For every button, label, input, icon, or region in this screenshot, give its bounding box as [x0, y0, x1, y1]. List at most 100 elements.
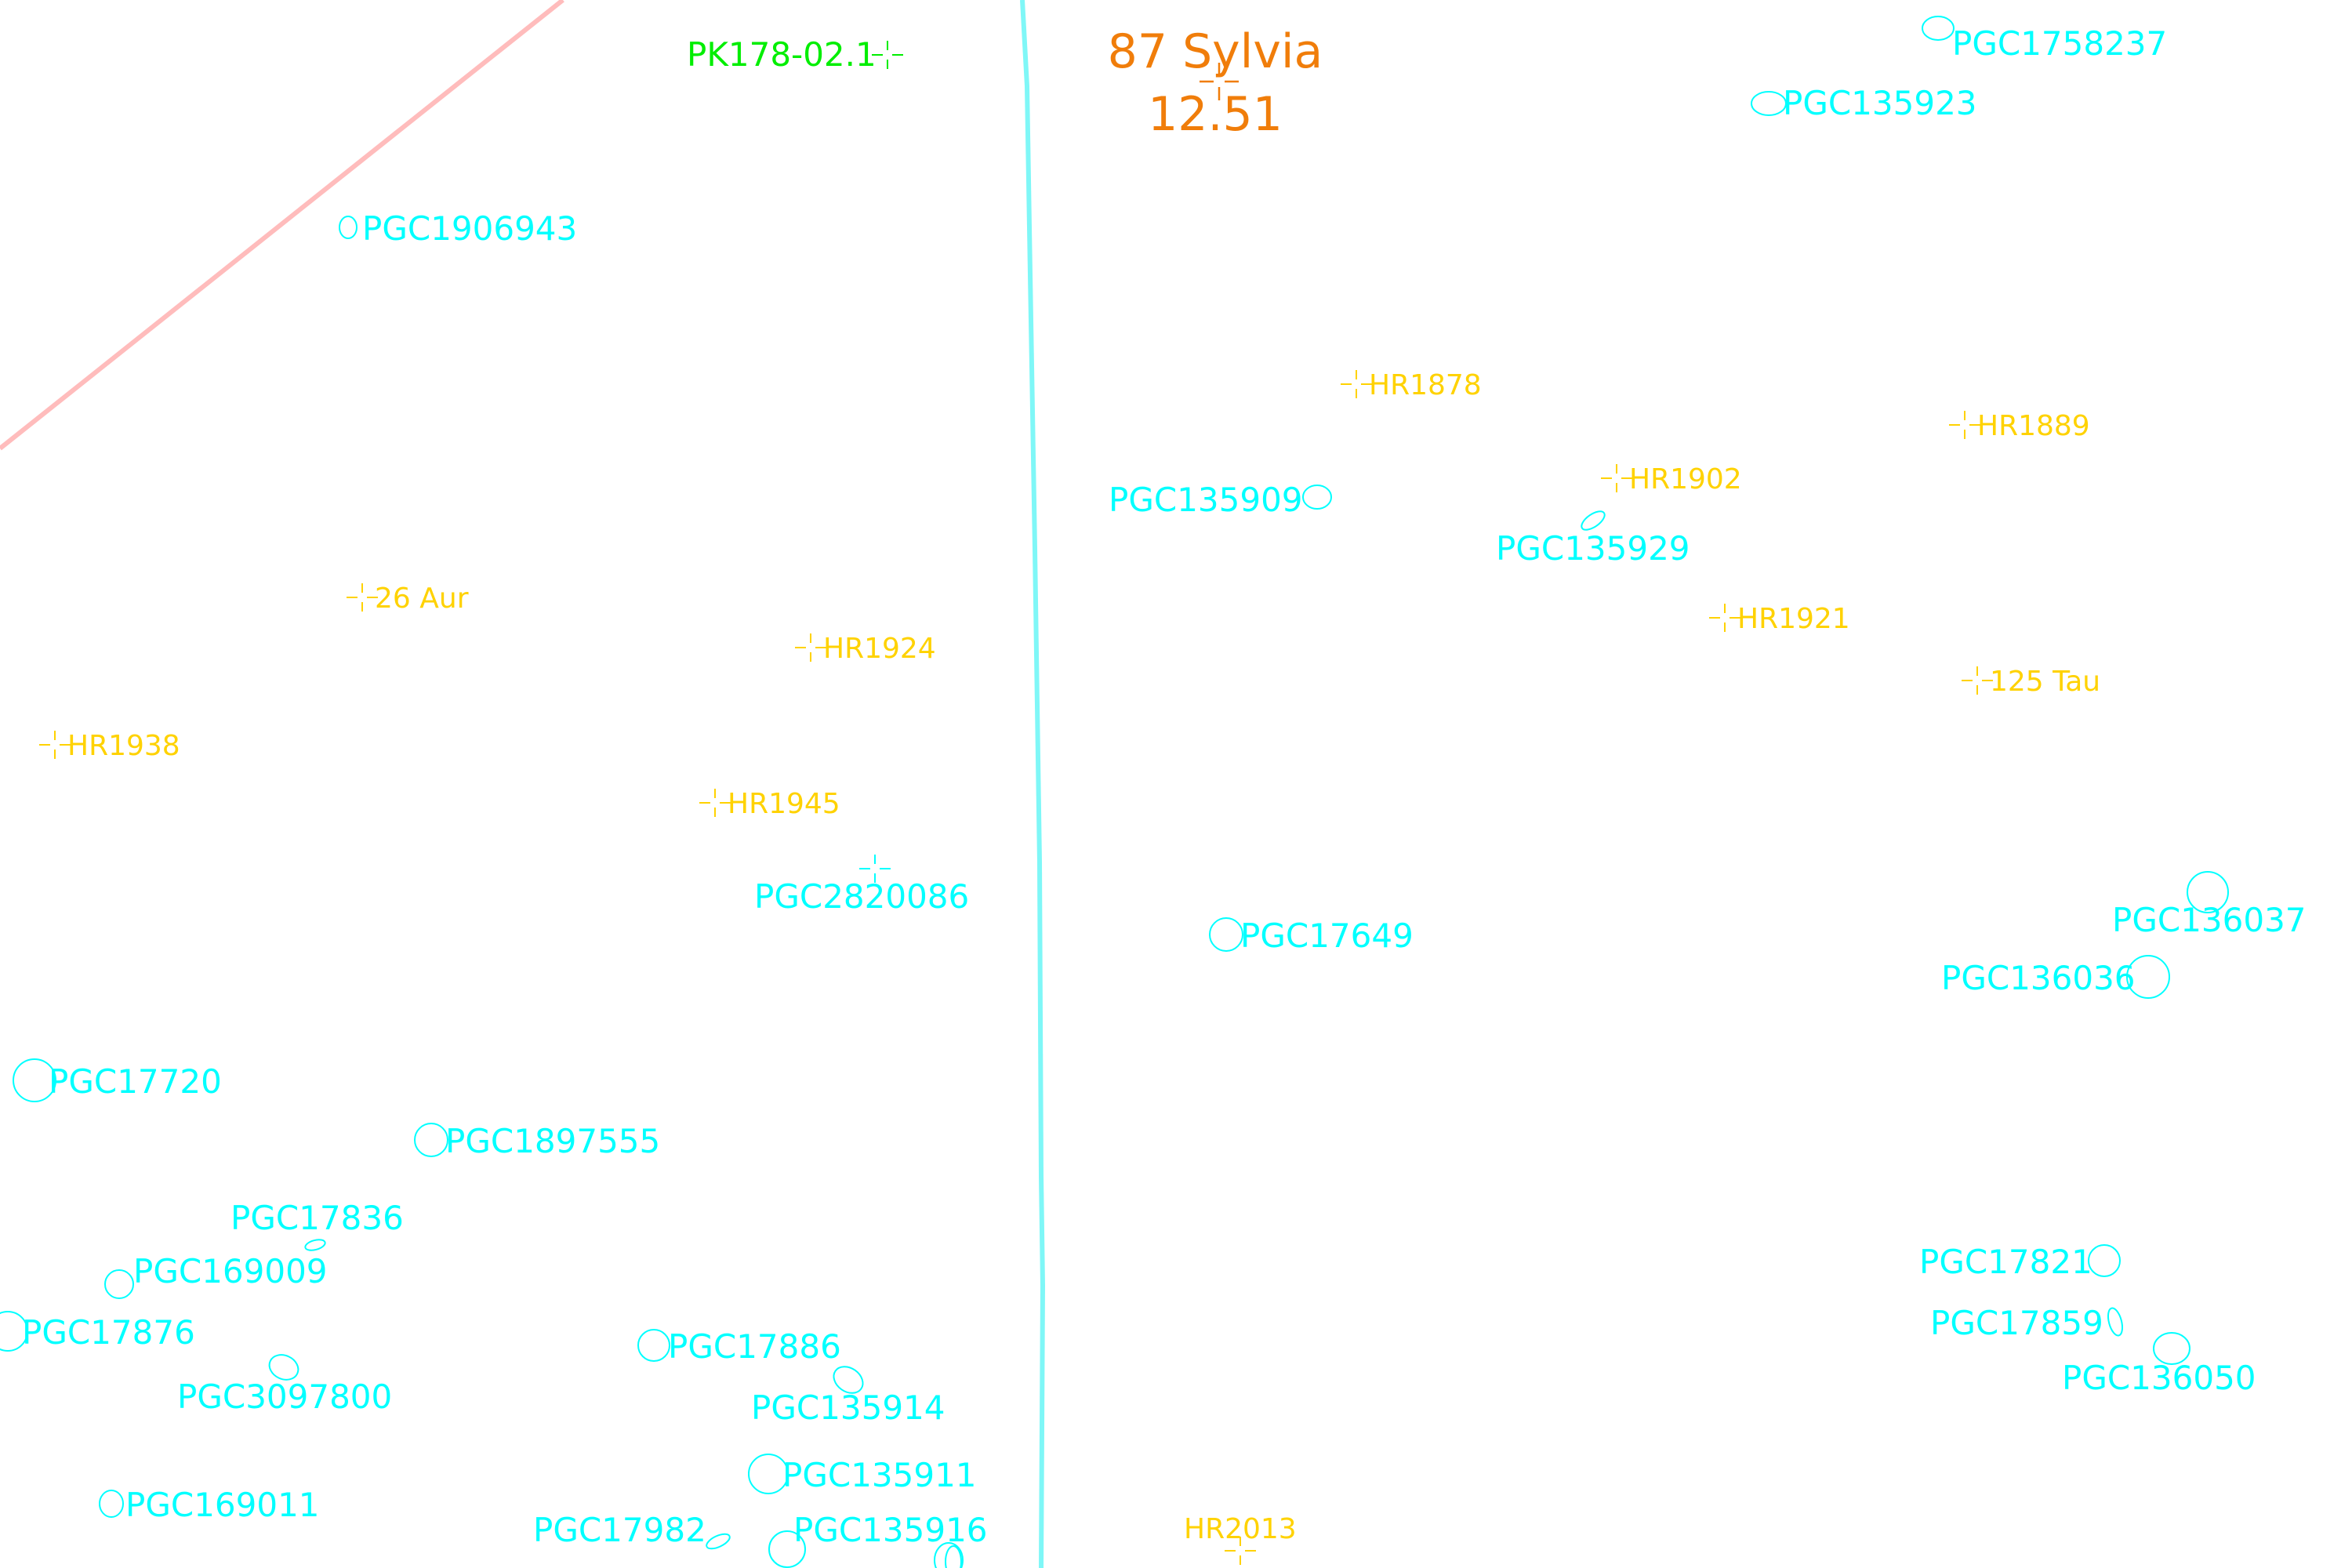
- galaxy-ellipse-icon: [1581, 510, 1606, 531]
- galaxy-label: PGC17649: [1240, 916, 1414, 955]
- star-label: HR1945: [728, 788, 840, 820]
- galaxy-pgc17821[interactable]: PGC17821: [1919, 1243, 2121, 1281]
- star-hr1921[interactable]: HR1921: [1709, 603, 1850, 635]
- galaxy-pgc135929[interactable]: PGC135929: [1496, 508, 1690, 568]
- galaxy-ellipse-icon: [934, 1542, 964, 1568]
- galaxy-pgc17876[interactable]: PGC17876: [0, 1311, 195, 1352]
- galaxy-pgc135914[interactable]: PGC135914: [751, 1361, 946, 1427]
- galaxy-label: PGC135923: [1783, 84, 1977, 122]
- galaxy-label: PGC136036: [1941, 959, 2136, 997]
- star-125-tau[interactable]: 125 Tau: [1962, 666, 2100, 698]
- galaxy-pgc135909[interactable]: PGC135909: [1109, 481, 1332, 519]
- target-name: 87 Sylvia: [1108, 24, 1323, 79]
- galaxy-ellipse-icon: [0, 1311, 28, 1352]
- star-marker-icon: [347, 583, 378, 612]
- galaxy-pgc136050[interactable]: PGC136050: [2062, 1332, 2256, 1397]
- star-marker-icon: [795, 633, 826, 662]
- galaxy-ellipse-icon: [833, 1366, 864, 1394]
- galaxy-pgc2820086[interactable]: PGC2820086: [754, 855, 969, 916]
- galaxy-label: PGC3097800: [177, 1377, 392, 1416]
- galaxy-ellipse-icon: [414, 1123, 448, 1157]
- star-marker-icon: [1962, 666, 1993, 695]
- star-hr1945[interactable]: HR1945: [699, 788, 840, 820]
- galaxy-pgc136036[interactable]: PGC136036: [1941, 955, 2170, 999]
- galaxy-pgc17982[interactable]: PGC17982: [533, 1511, 731, 1552]
- galaxy-pgc17886[interactable]: PGC17886: [637, 1327, 841, 1366]
- galaxy-pgc3097800[interactable]: PGC3097800: [177, 1350, 392, 1416]
- galaxy-pgc135911[interactable]: PGC135911: [748, 1454, 977, 1494]
- galaxy-pgc17859[interactable]: PGC17859: [1930, 1304, 2125, 1342]
- ecliptic-line: [0, 0, 564, 451]
- star-label: HR1902: [1629, 463, 1742, 495]
- star-label: HR1878: [1369, 369, 1482, 401]
- star-marker-icon: [1601, 464, 1632, 492]
- galaxy-pgc136037[interactable]: PGC136037: [2112, 871, 2307, 939]
- galaxy-pgc1906943[interactable]: PGC1906943: [339, 209, 577, 248]
- galaxy-ellipse-icon: [1922, 16, 1955, 41]
- galaxy-label: PGC1897555: [445, 1122, 660, 1160]
- galaxy-label: PGC17720: [49, 1062, 222, 1101]
- galaxy-label: PGC17859: [1930, 1304, 2103, 1342]
- star-hr2013[interactable]: HR2013: [1184, 1513, 1297, 1565]
- star-label: HR1889: [1977, 410, 2090, 442]
- galaxy-label: PGC17876: [22, 1313, 195, 1352]
- nebula-pk178[interactable]: PK178-02.1: [687, 35, 903, 74]
- galaxy-ellipse-icon: [2187, 871, 2229, 913]
- galaxy-ellipse-icon: [2107, 1307, 2124, 1337]
- star-label: HR1924: [823, 633, 936, 665]
- galaxy-ellipse-icon: [268, 1354, 299, 1381]
- meridian-line: [1020, 0, 1046, 1568]
- star-label: HR1938: [67, 730, 180, 762]
- galaxy-label: PGC135916: [793, 1511, 988, 1549]
- galaxy-pgc135923[interactable]: PGC135923: [1751, 84, 1977, 122]
- star-26-aur[interactable]: 26 Aur: [347, 583, 469, 615]
- galaxy-label: PGC2820086: [754, 877, 969, 916]
- galaxy-label: PGC17886: [668, 1327, 841, 1366]
- galaxy-label: PGC135914: [751, 1388, 946, 1427]
- star-marker-icon: [1225, 1537, 1256, 1565]
- galaxy-label: PGC17836: [230, 1199, 404, 1237]
- galaxy-pgc17649[interactable]: PGC17649: [1209, 916, 1414, 955]
- galaxy-label: PGC1758237: [1952, 24, 2167, 63]
- galaxy-label: PGC17982: [533, 1511, 706, 1549]
- galaxy-ellipse-icon: [1209, 917, 1243, 952]
- galaxy-ellipse-icon: [104, 1269, 134, 1299]
- galaxy-label: PGC135911: [782, 1456, 977, 1494]
- star-hr1938[interactable]: HR1938: [39, 730, 180, 762]
- galaxy-ellipse-icon: [945, 1545, 962, 1568]
- nebula-label: PK178-02.1: [687, 35, 877, 74]
- galaxy-pgc17720[interactable]: PGC17720: [13, 1058, 222, 1102]
- galaxy-ellipse-icon: [13, 1058, 56, 1102]
- galaxy-ellipse-icon: [2088, 1244, 2121, 1277]
- galaxy-ellipse-icon: [99, 1490, 124, 1518]
- galaxy-pgc1758237[interactable]: PGC1758237: [1922, 16, 2167, 63]
- star-marker-icon: [39, 731, 71, 759]
- galaxy-label: PGC169011: [125, 1486, 320, 1524]
- nebula-marker-icon: [872, 41, 903, 69]
- galaxy-ellipse-icon: [304, 1239, 326, 1251]
- galaxy-ellipse-icon: [637, 1329, 670, 1362]
- galaxy-pgc169009[interactable]: PGC169009: [104, 1252, 328, 1299]
- galaxy-pgc1897555[interactable]: PGC1897555: [414, 1122, 660, 1160]
- target-87-sylvia[interactable]: 87 Sylvia 12.51: [1108, 24, 1323, 142]
- galaxy-ellipse-icon: [339, 216, 358, 239]
- star-label: HR1921: [1737, 603, 1850, 635]
- target-marker-icon: [1200, 63, 1239, 100]
- star-hr1902[interactable]: HR1902: [1601, 463, 1742, 495]
- galaxy-pgc169011[interactable]: PGC169011: [99, 1486, 320, 1524]
- star-marker-icon: [1949, 411, 1980, 439]
- star-hr1889[interactable]: HR1889: [1949, 410, 2090, 442]
- galaxy-ellipse-icon: [1751, 91, 1787, 116]
- galaxy-marker-icon: [859, 855, 891, 883]
- galaxy-pgc135916[interactable]: PGC135916: [768, 1511, 988, 1568]
- galaxy-ellipse-icon: [748, 1454, 789, 1494]
- galaxy-label: PGC136050: [2062, 1359, 2256, 1397]
- star-label: 26 Aur: [375, 583, 469, 615]
- galaxy-pgc17836[interactable]: PGC17836: [230, 1199, 404, 1252]
- galaxy-label: PGC136037: [2112, 901, 2307, 939]
- galaxy-label: PGC169009: [133, 1252, 328, 1290]
- star-hr1924[interactable]: HR1924: [795, 633, 936, 665]
- star-hr1878[interactable]: HR1878: [1341, 369, 1482, 401]
- target-magnitude: 12.51: [1148, 87, 1283, 142]
